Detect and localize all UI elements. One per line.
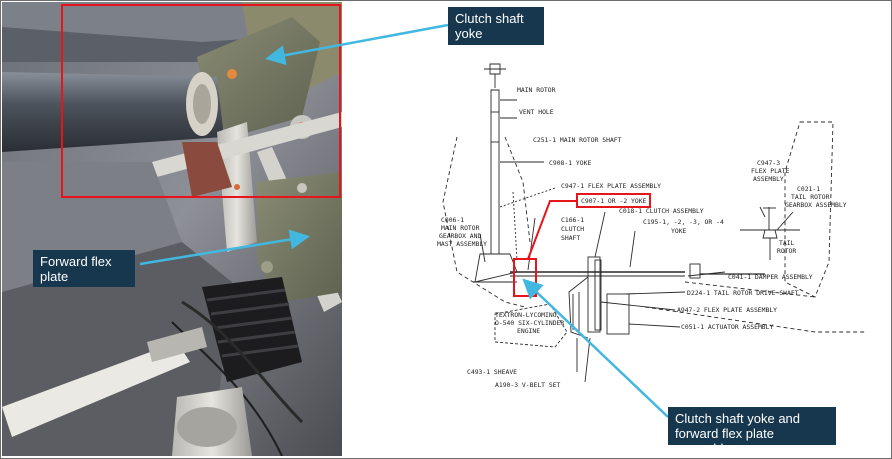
label-tail-rotor-2: ROTOR: [777, 247, 796, 255]
photo-illustration: [2, 2, 342, 456]
label-actuator-assembly: C051-1 ACTUATOR ASSEMBLY: [681, 323, 773, 331]
corrugated-boot: [202, 277, 302, 382]
label-tr-gearbox-3: GEARBOX ASSEMBLY: [785, 201, 847, 209]
label-gearbox-3: GEARBOX AND: [439, 232, 481, 240]
label-yoke-c907: C907-1 OR -2 YOKE: [581, 197, 647, 205]
label-flex-plate-c947-3-2: FLEX PLATE: [751, 167, 790, 175]
label-damper-assembly: C041-1 DAMPER ASSEMBLY: [728, 273, 813, 281]
label-yoke-c195-2: YOKE: [671, 227, 687, 235]
label-clutch-shaft-3: SHAFT: [561, 234, 580, 242]
label-vent-hole: VENT HOLE: [519, 108, 554, 116]
label-yoke-c195-1: C195-1, -2, -3, OR -4: [643, 218, 724, 226]
label-clutch-shaft-2: CLUTCH: [561, 225, 584, 233]
diagram-svg: MAIN ROTOR VENT HOLE C251-1 MAIN ROTOR S…: [437, 63, 865, 389]
label-flex-plate-c947-3-1: C947-3: [757, 159, 780, 167]
label-engine-2: O-540 SIX-CYLINDER: [495, 319, 564, 327]
label-gearbox-4: MAST ASSEMBLY: [437, 240, 487, 248]
label-main-rotor: MAIN ROTOR: [517, 86, 556, 94]
callout-clutch-shaft-yoke: Clutch shaft yoke: [448, 7, 544, 45]
label-gearbox-1: C006-1: [441, 216, 464, 224]
label-yoke-c908: C908-1 YOKE: [549, 159, 591, 167]
label-clutch-assembly: C018-1 CLUTCH ASSEMBLY: [619, 207, 704, 215]
label-tail-rotor-1: TAIL: [779, 239, 795, 247]
label-tr-gearbox-2: TAIL ROTOR: [791, 193, 830, 201]
label-engine-1: TEXTRON-LYCOMING: [495, 311, 557, 319]
label-main-rotor-shaft: C251-1 MAIN ROTOR SHAFT: [533, 136, 622, 144]
label-engine-3: ENGINE: [517, 327, 540, 335]
label-clutch-shaft-1: C166-1: [561, 216, 584, 224]
drive-system-diagram: MAIN ROTOR VENT HOLE C251-1 MAIN ROTOR S…: [345, 2, 889, 456]
label-vbelt-set: A190-3 V-BELT SET: [495, 381, 561, 389]
label-gearbox-2: MAIN ROTOR: [441, 224, 480, 232]
label-sheave: C493-1 SHEAVE: [467, 368, 517, 376]
label-tr-drive-shaft: D224-1 TAIL ROTOR DRIVE SHAFT: [687, 289, 799, 297]
label-flex-plate-a947-2: A947-2 FLEX PLATE ASSEMBLY: [677, 306, 777, 314]
callout-yoke-and-flex-plate: Clutch shaft yoke and forward flex plate…: [668, 407, 836, 456]
callout-forward-flex-plate: Forward flex plate: [33, 250, 135, 287]
label-flex-plate-c947-3-3: ASSEMBLY: [753, 175, 784, 183]
label-flex-plate-c947: C947-1 FLEX PLATE ASSEMBLY: [561, 182, 661, 190]
label-tr-gearbox-1: C021-1: [797, 185, 820, 193]
clutch-area-photo: [2, 2, 342, 456]
